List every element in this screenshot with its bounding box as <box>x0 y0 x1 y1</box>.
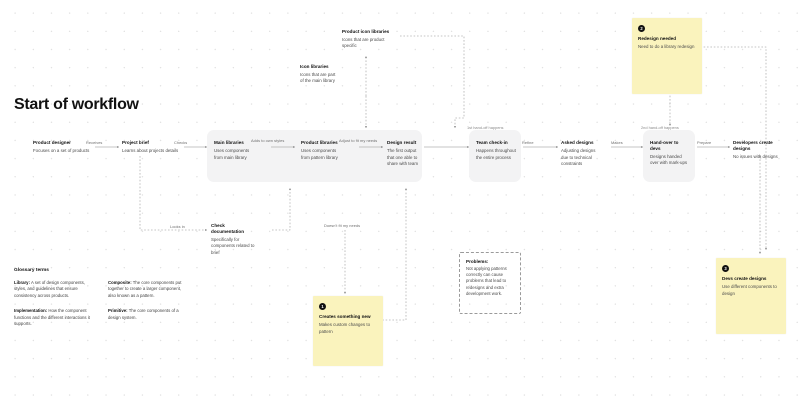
node-developers-create-designs[interactable]: Developers create designs No issues with… <box>733 140 791 160</box>
glossary-definition: A set of design components, styles, and … <box>14 280 85 298</box>
edge-label-receives: Receives <box>86 140 103 145</box>
group-second-handoff-container[interactable] <box>643 130 695 182</box>
node-asked-designs[interactable]: Asked designs Adjusting designs due to t… <box>561 140 603 167</box>
sticky-note-devs-create-designs[interactable]: 3 Devs create designs Use different comp… <box>716 258 786 334</box>
node-title: Main libraries <box>214 140 244 145</box>
glossary-term: Library: <box>14 280 30 285</box>
sticky-title: Redesign needed <box>638 36 677 41</box>
glossary-column-left: Library: A set of design components, sty… <box>14 280 90 337</box>
page-title: Start of workflow <box>14 96 139 113</box>
node-description: The first output that one able to share … <box>387 148 418 166</box>
node-description: Adjusting designs due to technical const… <box>561 148 596 166</box>
edge-label-doesnt-fit: Doesn't fit my needs <box>324 223 361 228</box>
node-title: Check documentation <box>211 223 245 234</box>
glossary-definition: The core components put together to crea… <box>108 280 182 298</box>
glossary-item: Implementation: How the component functi… <box>14 308 90 327</box>
node-description: Uses components from pattern library <box>301 148 338 160</box>
glossary-column-right: Composite: The core components put toget… <box>108 280 184 337</box>
glossary-heading: Glossary terms <box>14 268 49 273</box>
node-title: Design result <box>387 140 417 145</box>
group-libraries-container[interactable] <box>207 130 422 182</box>
sticky-note-creates-something-new[interactable]: 1 Creates something new Makes custom cha… <box>313 296 383 366</box>
node-title: Project brief <box>122 140 149 145</box>
annotation-title: Icon libraries <box>300 64 329 69</box>
glossary-definition: How the component functions and the diff… <box>14 308 90 327</box>
glossary-definition: The core components of a design system. <box>108 308 179 320</box>
edge-label-prepare: Prepare <box>697 140 712 145</box>
node-description: Focuses on a set of products <box>33 148 90 154</box>
sticky-badge: 2 <box>638 25 645 32</box>
node-description: Happens throughout the entire process <box>476 148 516 160</box>
node-title: Product libraries <box>301 140 338 145</box>
node-product-libraries[interactable]: Product libraries Uses components from p… <box>301 140 343 161</box>
sticky-title: Creates something new <box>319 314 371 319</box>
edge-label-refine: Refine <box>522 140 534 145</box>
sticky-description: Need to do a library redesign <box>638 44 695 50</box>
callout-title: Problems: <box>466 259 489 264</box>
node-title: Asked designs <box>561 140 594 145</box>
callout-problems[interactable]: Problems: Not applying patterns correctl… <box>459 252 521 314</box>
glossary-item: Primitive: The core components of a desi… <box>108 308 184 321</box>
sticky-badge: 3 <box>722 265 729 272</box>
node-description: Specifically for components related to b… <box>211 236 255 255</box>
node-title: Team check-in <box>476 140 508 145</box>
node-description: Designs handed over with mark-ups <box>650 153 688 166</box>
sticky-note-redesign-needed[interactable]: 2 Redesign needed Need to do a library r… <box>632 18 702 94</box>
sticky-description: Makes custom changes to pattern <box>319 322 371 334</box>
edge-label-checks: Checks <box>174 140 188 145</box>
annotation-description: Icons that are product specific <box>342 36 385 49</box>
annotation-icon-libraries[interactable]: Icon libraries Icons that are part of th… <box>300 64 340 84</box>
annotation-title: Product icon libraries <box>342 29 390 34</box>
glossary-item: Library: A set of design components, sty… <box>14 280 90 299</box>
glossary-item: Composite: The core components put toget… <box>108 280 184 299</box>
node-product-designer[interactable]: Product designer Focuses on a set of pro… <box>33 140 91 155</box>
glossary-section: Glossary terms Library: A set of design … <box>14 268 189 337</box>
node-title: Product designer <box>33 140 71 145</box>
edge-label-adds-own-styles: Adds to own styles <box>251 138 285 143</box>
node-team-check-in[interactable]: Team check-in Happens throughout the ent… <box>476 140 516 161</box>
sticky-description: Use different components to design <box>722 284 777 296</box>
node-description: No issues with designs <box>733 153 778 159</box>
sticky-title: Devs create designs <box>722 276 767 281</box>
node-project-brief[interactable]: Project brief Learns about projects deta… <box>122 140 180 155</box>
node-design-result[interactable]: Design result The first output that one … <box>387 140 421 167</box>
annotation-description: Icons that are part of the main library <box>300 71 336 84</box>
sticky-badge: 1 <box>319 303 326 310</box>
glossary-term: Composite: <box>108 280 132 285</box>
node-hand-over-to-devs[interactable]: Hand-over to devs Designs handed over wi… <box>650 140 690 167</box>
annotation-product-icon-libraries[interactable]: Product icon libraries Icons that are pr… <box>342 29 397 49</box>
node-description: Uses components from main library <box>214 148 250 160</box>
edge-label-looks-in: Looks in <box>170 224 185 229</box>
node-title: Developers create designs <box>733 140 773 151</box>
group-first-handoff-container[interactable] <box>469 130 521 182</box>
group-caption-first-handoff: 1st hand-off happens <box>467 125 504 130</box>
node-main-libraries[interactable]: Main libraries Uses components from main… <box>214 140 256 161</box>
group-caption-second-handoff: 2nd hand-off happens <box>641 125 679 130</box>
glossary-term: Primitive: <box>108 308 128 314</box>
glossary-term: Implementation: <box>14 308 48 314</box>
node-check-documentation[interactable]: Check documentation Specifically for com… <box>211 223 259 256</box>
node-description: Learns about projects details <box>122 148 179 154</box>
edge-label-adjust-to-fit: Adjust to fit my needs <box>339 138 378 143</box>
node-title: Hand-over to devs <box>650 140 679 151</box>
callout-description: Not applying patterns correctly can caus… <box>466 266 507 296</box>
edge-label-makes: Makes <box>611 140 623 145</box>
